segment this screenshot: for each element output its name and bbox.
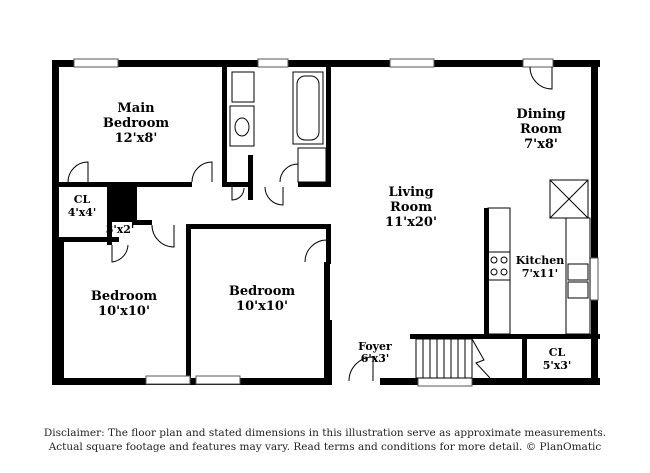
interior-walls — [52, 67, 600, 382]
bedroom-left-label: Bedroom — [91, 289, 158, 304]
dining-room-dims: 7'x8' — [524, 137, 558, 152]
main-bedroom-dims: 12'x8' — [115, 131, 158, 146]
closet-left-dims: 4'x4' — [68, 206, 97, 219]
living-room-label-line2: Room — [390, 200, 432, 215]
bedroom-mid-label: Bedroom — [229, 284, 296, 299]
foyer-label: Foyer — [358, 340, 392, 353]
door-swings — [67, 66, 553, 382]
kitchen-label: Kitchen — [516, 254, 565, 267]
main-bedroom-label-line1: Main — [117, 101, 155, 116]
bedroom-mid-dims: 10'x10' — [236, 299, 288, 314]
dining-room-label-line1: Dining — [516, 107, 565, 122]
closet-left-label: CL — [74, 193, 91, 206]
disclaimer-line-2: Actual square footage and features may v… — [48, 441, 602, 453]
living-room-dims: 11'x20' — [385, 215, 437, 230]
disclaimer-line-1: Disclaimer: The floor plan and stated di… — [43, 427, 607, 439]
dining-room-label-line2: Room — [520, 122, 562, 137]
main-bedroom-label-line2: Bedroom — [103, 116, 170, 131]
closet-small-dims: 3'x2' — [106, 223, 135, 236]
foyer-dims: 6'x3' — [361, 352, 390, 365]
kitchen-fixtures — [487, 179, 591, 335]
stairs — [415, 338, 491, 379]
bedroom-left-dims: 10'x10' — [98, 304, 150, 319]
closet-right-label: CL — [549, 346, 566, 359]
kitchen-dims: 7'x11' — [522, 267, 558, 280]
living-room-label-line1: Living — [388, 185, 433, 200]
closet-right-dims: 5'x3' — [543, 359, 572, 372]
bathroom-fixtures — [229, 71, 327, 183]
